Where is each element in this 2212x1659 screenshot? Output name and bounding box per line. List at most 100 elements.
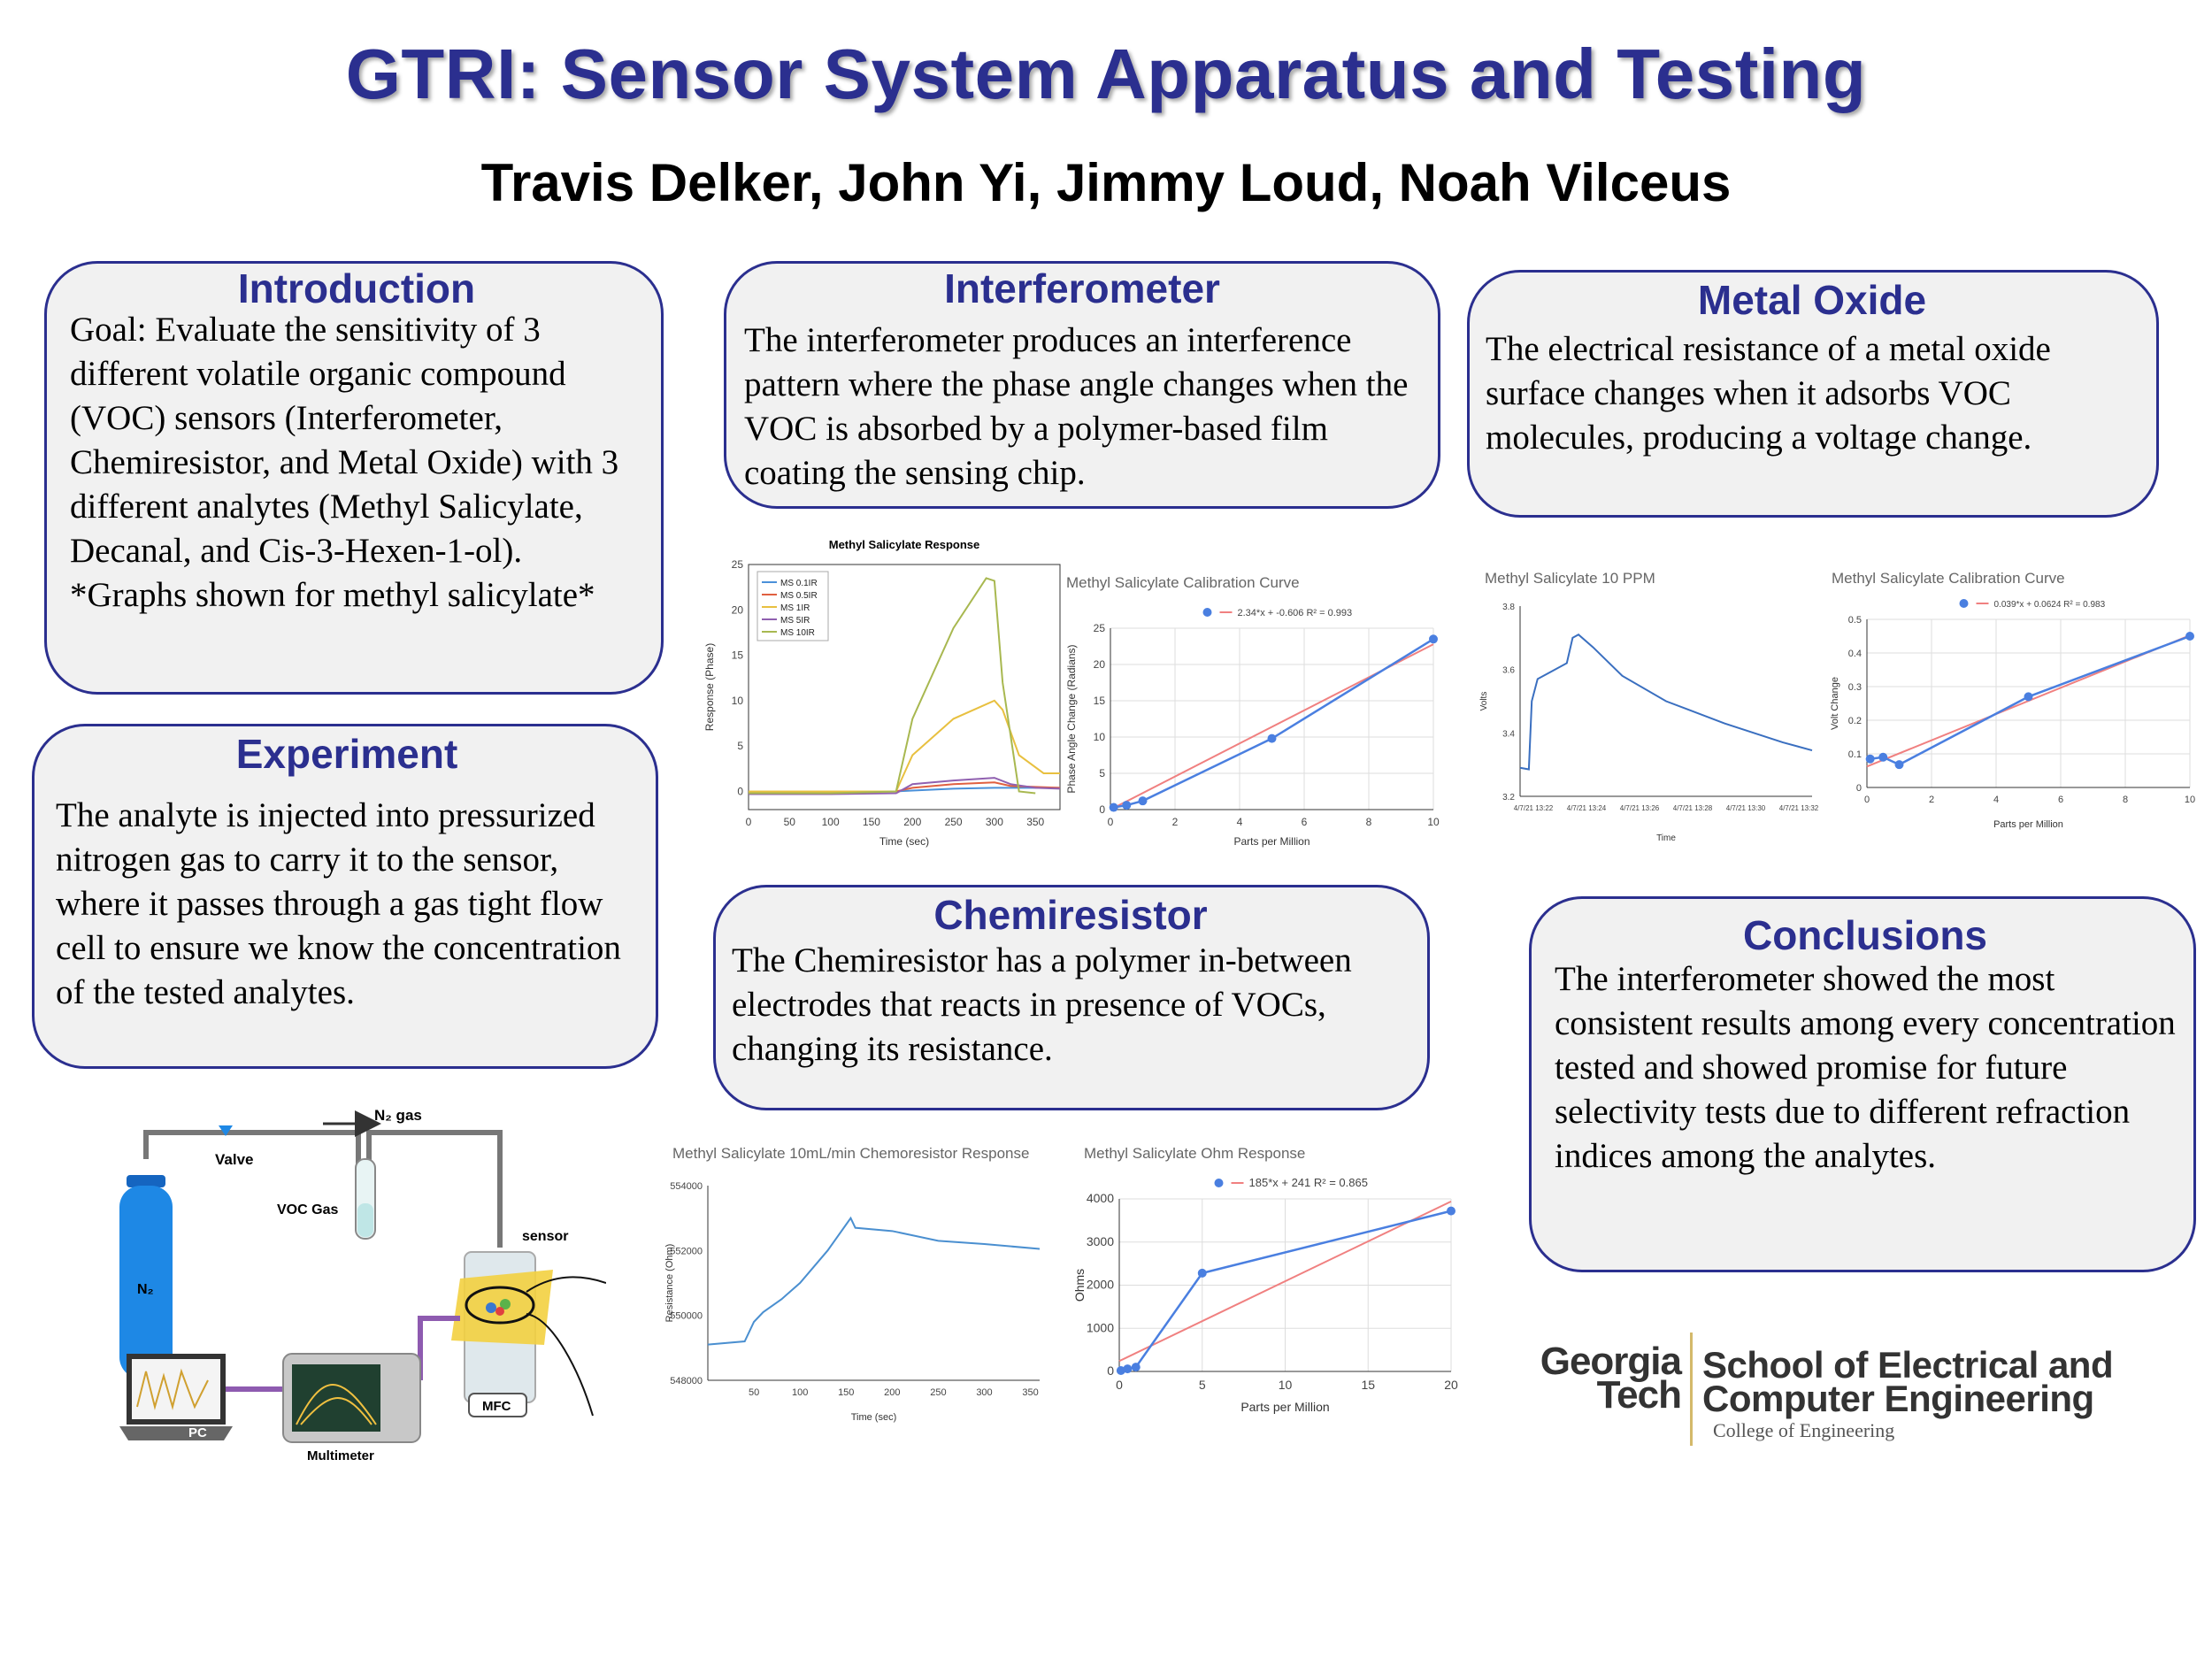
y-tick-label: 550000 (670, 1311, 703, 1322)
y-tick-label: 0 (1107, 1363, 1114, 1378)
y-tick-label: 10 (1094, 731, 1106, 743)
y-tick-label: 5 (737, 740, 743, 752)
x-tick-label: 0 (746, 816, 752, 828)
y-tick-label: 0.2 (1848, 716, 1862, 726)
series-line (707, 1216, 1041, 1346)
y-axis-label: Response (Phase) (703, 643, 716, 731)
y-tick-label: 20 (1094, 658, 1106, 671)
multimeter-trace (296, 1384, 377, 1425)
metal-oxide-body: The electrical resistance of a metal oxi… (1486, 330, 2051, 457)
pc-base (119, 1426, 233, 1440)
y-tick-label: 0.1 (1848, 749, 1862, 760)
y-tick-label: 3000 (1087, 1234, 1114, 1248)
data-point (1116, 1366, 1125, 1376)
x-tick-label: 10 (1427, 816, 1440, 828)
y-tick-label: 15 (1094, 695, 1106, 707)
poster-authors: Travis Delker, John Yi, Jimmy Loud, Noah… (480, 153, 1732, 212)
chart-title: Methyl Salicylate Response (829, 538, 980, 551)
logo-divider (1690, 1333, 1693, 1446)
x-tick-label: 4/7/21 13:32 (1779, 804, 1819, 812)
sensor-label: sensor (522, 1229, 568, 1244)
y-axis-label: Phase Angle Change (Radians) (1065, 644, 1078, 793)
cylinder-cap (127, 1175, 165, 1187)
data-point (1138, 796, 1148, 806)
logo-college: College of Engineering (1713, 1419, 1895, 1441)
series-line (749, 699, 1060, 793)
experiment-body: The analyte is injected into pressurized… (56, 796, 621, 1011)
logo-school-line1: School of Electrical and (1702, 1344, 2114, 1386)
y-tick-label: 25 (1094, 622, 1106, 634)
x-tick-label: 200 (884, 1387, 900, 1398)
y-tick-label: 0 (1099, 803, 1105, 816)
y-tick-label: 3.8 (1502, 603, 1515, 612)
sensor-wire-b (526, 1313, 594, 1417)
y-tick-label: 15 (732, 649, 744, 662)
gt-ece-logo: Georgia Tech School of Electrical and Co… (1515, 1333, 2212, 1451)
x-tick-label: 6 (1302, 816, 1308, 828)
interferometer-heading: Interferometer (944, 265, 1220, 311)
valve-label: Valve (215, 1151, 254, 1168)
data-point (1429, 634, 1438, 644)
legend-label: MS 5IR (780, 616, 810, 626)
sensor-wire-a (526, 1276, 606, 1293)
x-axis-label: Time (sec) (879, 835, 929, 848)
valve-icon (219, 1125, 233, 1136)
sensor-dot-green (500, 1299, 511, 1310)
x-tick-label: 150 (863, 816, 880, 828)
x-tick-label: 4 (1993, 795, 1999, 805)
x-tick-label: 2 (1929, 795, 1934, 805)
x-tick-label: 300 (976, 1387, 992, 1398)
y-tick-label: 548000 (670, 1376, 703, 1386)
x-tick-label: 250 (930, 1387, 946, 1398)
legend-label: MS 0.5IR (780, 591, 818, 601)
voc-gas-label: VOC Gas (277, 1202, 338, 1217)
x-tick-label: 0 (1116, 1378, 1123, 1392)
x-tick-label: 50 (749, 1387, 759, 1398)
mfc-box (468, 1393, 527, 1417)
x-tick-label: 6 (2058, 795, 2063, 805)
x-tick-label: 200 (903, 816, 921, 828)
chemiresistor-body: The Chemiresistor has a polymer in-betwe… (732, 941, 1352, 1068)
x-tick-label: 10 (1279, 1378, 1293, 1392)
x-tick-label: 4/7/21 13:22 (1514, 804, 1554, 812)
n2-cylinder-icon (119, 1186, 173, 1379)
y-tick-label: 0.5 (1848, 615, 1862, 626)
x-tick-label: 50 (784, 816, 796, 828)
y-tick-label: 0.4 (1848, 649, 1862, 659)
data-point (1865, 754, 1875, 764)
trendline-equation: 185*x + 241 R² = 0.865 (1249, 1176, 1368, 1189)
logo-school-line2: Computer Engineering (1702, 1378, 2094, 1419)
metal-oxide-calibration-chart: Methyl Salicylate Calibration Curve00.10… (1830, 570, 2195, 830)
pc-screen-trace (136, 1368, 209, 1410)
metal-oxide-box: Metal Oxide The electrical resistance of… (1467, 270, 2159, 518)
data-point (1122, 801, 1132, 810)
x-tick-label: 350 (1022, 1387, 1038, 1398)
y-tick-label: 3.6 (1502, 666, 1515, 676)
x-tick-label: 8 (2123, 795, 2128, 805)
trendline (1118, 1200, 1452, 1363)
sensor-dot-red (495, 1307, 504, 1316)
y-axis-label: Volt Change (1830, 677, 1840, 730)
y-tick-label: 554000 (670, 1181, 703, 1192)
chemiresistor-heading: Chemiresistor (933, 892, 1208, 938)
y-axis-label: Ohms (1072, 1269, 1087, 1302)
series-line (1519, 634, 1813, 771)
y-axis-label: Volts (1479, 692, 1489, 711)
trendline-equation: 0.039*x + 0.0624 R² = 0.983 (1994, 600, 2106, 610)
series-line (749, 577, 1036, 795)
legend-marker (1959, 599, 1969, 608)
y-tick-label: 552000 (670, 1246, 703, 1256)
y-tick-label: 0.3 (1848, 682, 1862, 693)
apparatus-diagram: Valve N₂ gas VOC Gas N₂ sensor MFC Multi… (119, 1107, 606, 1463)
x-tick-label: 4/7/21 13:24 (1567, 804, 1607, 812)
y-tick-label: 2000 (1087, 1278, 1114, 1292)
legend-label: MS 1IR (780, 603, 810, 613)
chart-title: Methyl Salicylate Calibration Curve (1832, 570, 2065, 587)
x-tick-label: 350 (1026, 816, 1044, 828)
data-point (2185, 632, 2194, 641)
x-tick-label: 5 (1199, 1378, 1206, 1392)
gas-line-right (366, 1130, 503, 1248)
x-tick-label: 100 (822, 816, 840, 828)
chart-title: Methyl Salicylate Ohm Response (1084, 1145, 1305, 1162)
